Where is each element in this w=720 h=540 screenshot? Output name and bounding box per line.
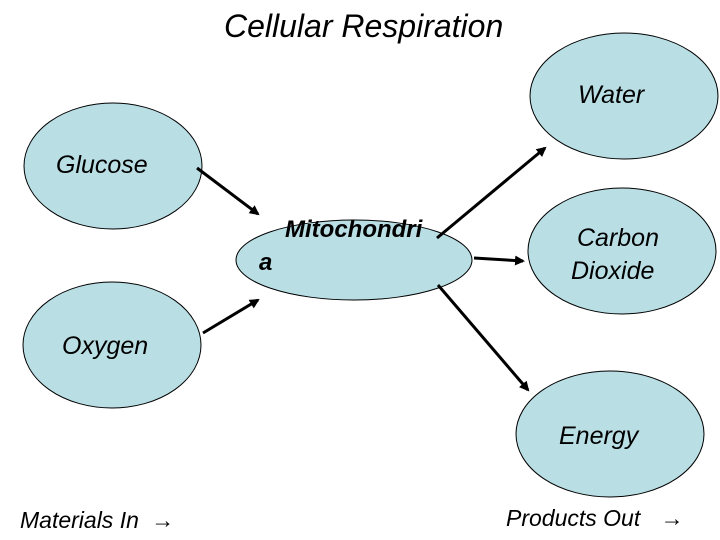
energy-label: Energy bbox=[559, 422, 639, 450]
arrow-oxygen-to-mitochondria bbox=[202, 298, 260, 335]
arrow-glucose-to-mitochondria bbox=[196, 166, 260, 216]
products-out-label: Products Out → bbox=[506, 505, 684, 532]
carbon-dioxide-node bbox=[527, 187, 717, 315]
page-title: Cellular Respiration bbox=[224, 8, 504, 44]
right-arrow-icon: → bbox=[660, 505, 684, 531]
carbon-dioxide-label-line1: Carbon bbox=[577, 224, 659, 252]
materials-in-label: Materials In → bbox=[20, 507, 174, 534]
oxygen-node bbox=[22, 281, 202, 409]
water-node bbox=[529, 32, 719, 160]
glucose-label: Glucose bbox=[56, 151, 148, 179]
energy-node bbox=[515, 370, 705, 498]
arrow-mitochondria-to-energy bbox=[436, 284, 530, 392]
water-label: Water bbox=[578, 81, 645, 109]
products-out-text: Products Out bbox=[506, 505, 641, 531]
glucose-node bbox=[23, 102, 203, 230]
carbon-dioxide-label-line2: Dioxide bbox=[571, 257, 655, 285]
materials-in-text: Materials In bbox=[20, 507, 139, 533]
mitochondria-node bbox=[235, 219, 473, 301]
oxygen-label: Oxygen bbox=[62, 332, 149, 360]
mitochondria-label-part1: Mitochondri bbox=[285, 216, 423, 243]
mitochondria-label-part2: a bbox=[259, 249, 273, 276]
arrow-mitochondria-to-carbon-dioxide bbox=[473, 255, 525, 266]
right-arrow-icon: → bbox=[151, 507, 175, 533]
arrow-mitochondria-to-water bbox=[436, 146, 547, 240]
